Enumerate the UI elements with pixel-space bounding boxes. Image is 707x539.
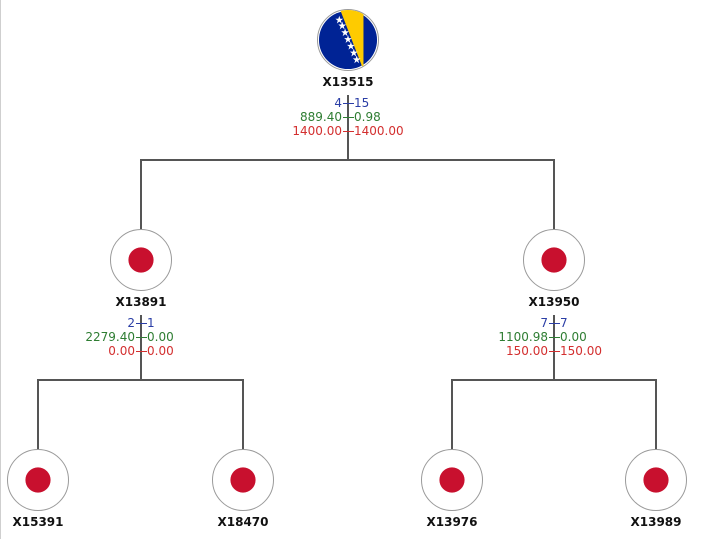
stat-left-value: 2 bbox=[127, 316, 135, 330]
stat-left-value: 889.40 bbox=[300, 110, 342, 124]
japan-flag-icon[interactable] bbox=[625, 449, 687, 511]
stat-divider bbox=[136, 323, 147, 324]
stat-divider bbox=[549, 351, 560, 352]
stat-right-value: 0.00 bbox=[147, 330, 174, 344]
stat-left-value: 1400.00 bbox=[292, 124, 342, 138]
stat-divider bbox=[549, 323, 560, 324]
stat-divider bbox=[343, 131, 354, 132]
node-name[interactable]: X13515 bbox=[322, 75, 374, 89]
node-name[interactable]: X13950 bbox=[528, 295, 580, 309]
connector-root-branch bbox=[140, 159, 555, 161]
stat-divider bbox=[343, 103, 354, 104]
node-name[interactable]: X13989 bbox=[630, 515, 682, 529]
stat-left-value: 2279.40 bbox=[85, 330, 135, 344]
stat-right-value: 0.00 bbox=[560, 330, 587, 344]
stat-right-value: 0.00 bbox=[147, 344, 174, 358]
tree-node-leaf-2[interactable]: X18470 bbox=[168, 449, 318, 529]
connector-left-drop bbox=[140, 159, 142, 229]
stat-right-value: 0.98 bbox=[354, 110, 381, 124]
japan-flag-icon[interactable] bbox=[523, 229, 585, 291]
stat-right-value: 15 bbox=[354, 96, 370, 110]
stat-divider bbox=[136, 351, 147, 352]
stat-left-value: 0.00 bbox=[108, 344, 135, 358]
connector-leaf1-drop bbox=[37, 379, 39, 449]
connector-leaf3-drop bbox=[451, 379, 453, 449]
connector-root-stem bbox=[347, 95, 349, 161]
node-name[interactable]: X18470 bbox=[217, 515, 269, 529]
stat-left-value: 150.00 bbox=[506, 344, 548, 358]
connector-right-stem bbox=[553, 315, 555, 381]
tree-node-left[interactable]: X13891 bbox=[66, 229, 216, 309]
japan-flag-icon[interactable] bbox=[212, 449, 274, 511]
stat-right-value: 7 bbox=[560, 316, 568, 330]
stat-right-value: 150.00 bbox=[560, 344, 602, 358]
tree-node-root[interactable]: X13515 bbox=[273, 9, 423, 89]
connector-right-branch bbox=[451, 379, 657, 381]
connector-leaf4-drop bbox=[655, 379, 657, 449]
connector-left-stem bbox=[140, 315, 142, 381]
japan-flag-icon[interactable] bbox=[7, 449, 69, 511]
stat-left-value: 4 bbox=[334, 96, 342, 110]
stat-right-value: 1 bbox=[147, 316, 155, 330]
japan-flag-icon[interactable] bbox=[421, 449, 483, 511]
panel-border bbox=[0, 0, 1, 539]
connector-leaf2-drop bbox=[242, 379, 244, 449]
stat-right-value: 1400.00 bbox=[354, 124, 404, 138]
node-name[interactable]: X13891 bbox=[115, 295, 167, 309]
tree-node-leaf-3[interactable]: X13976 bbox=[377, 449, 527, 529]
tree-node-right[interactable]: X13950 bbox=[479, 229, 629, 309]
stat-left-value: 7 bbox=[540, 316, 548, 330]
connector-right-drop bbox=[553, 159, 555, 229]
stat-divider bbox=[549, 337, 560, 338]
node-name[interactable]: X15391 bbox=[12, 515, 64, 529]
stat-divider bbox=[136, 337, 147, 338]
node-name[interactable]: X13976 bbox=[426, 515, 478, 529]
stat-left-value: 1100.98 bbox=[498, 330, 548, 344]
tree-node-leaf-1[interactable]: X15391 bbox=[0, 449, 113, 529]
tree-node-leaf-4[interactable]: X13989 bbox=[581, 449, 707, 529]
japan-flag-icon[interactable] bbox=[110, 229, 172, 291]
connector-left-branch bbox=[37, 379, 244, 381]
bosnia-herzegovina-flag-icon[interactable] bbox=[317, 9, 379, 71]
stat-divider bbox=[343, 117, 354, 118]
